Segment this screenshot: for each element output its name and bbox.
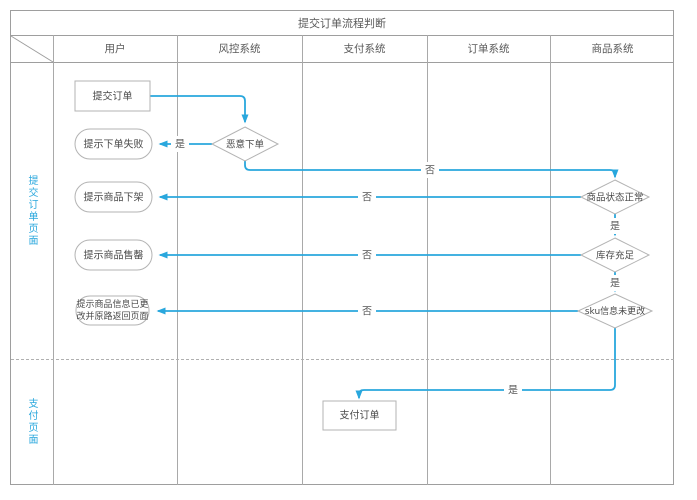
edge-label-bg — [606, 275, 624, 291]
section-label-submit-order-page: 提交订单页面 — [26, 174, 37, 247]
terminator-shape — [74, 239, 153, 271]
edge-label-bg — [358, 247, 376, 263]
terminator-shape — [74, 128, 153, 160]
edge-label-bg — [606, 218, 624, 234]
decision-malicious-order: 恶意下单 — [210, 126, 280, 162]
decision-shape — [579, 237, 651, 273]
node-label: 提示商品下架 — [84, 191, 144, 204]
phase-divider-dashed — [11, 359, 674, 360]
lane-header-product: 商品系统 — [591, 43, 634, 55]
edge-label-yes: 是 — [508, 385, 518, 397]
edge-label-no: 否 — [425, 165, 435, 177]
header-divider — [10, 62, 674, 63]
edge-submit-to-malicious — [150, 95, 249, 124]
node-label-line2: 改并原路返回页面 — [76, 310, 148, 322]
node-label-line1: 提示商品信息已更 — [76, 298, 148, 310]
edge-label-yes: 是 — [610, 221, 620, 233]
lane-header-order: 订单系统 — [467, 43, 510, 55]
diagram-title: 提交订单流程判断 — [298, 16, 386, 30]
lane-header-risk: 风控系统 — [218, 43, 261, 55]
node-label: 提示商品售罄 — [84, 249, 144, 262]
terminator-shape — [74, 181, 153, 213]
node-label: 恶意下单 — [226, 139, 265, 151]
process-shape — [74, 80, 151, 112]
edge-label-yes: 是 — [175, 139, 185, 151]
lane-divider-sidebar — [53, 35, 54, 485]
node-pay-order: 支付订单 — [322, 400, 397, 431]
decision-product-status: 商品状态正常 — [579, 179, 651, 215]
edge-sku-yes-to-pay — [355, 328, 616, 400]
terminator-shape — [75, 295, 150, 326]
edge-label-bg — [421, 162, 439, 178]
lane-divider-3 — [427, 35, 428, 485]
lane-divider-2 — [302, 35, 303, 485]
decision-sku-unchanged: sku信息未更改 — [576, 293, 654, 329]
decision-stock-enough: 库存充足 — [579, 237, 651, 273]
edge-label-yes: 是 — [610, 278, 620, 290]
node-submit-order: 提交订单 — [74, 80, 151, 112]
node-label: 提交订单 — [93, 90, 133, 103]
lane-divider-1 — [177, 35, 178, 485]
section-label-payment-page: 支付页面 — [26, 398, 37, 446]
node-label: 商品状态正常 — [586, 192, 643, 204]
node-order-failed: 提示下单失败 — [74, 128, 153, 160]
corner-diagonal — [10, 35, 54, 63]
process-shape — [322, 400, 397, 431]
node-label: 库存充足 — [596, 250, 635, 262]
lane-header-user: 用户 — [104, 43, 126, 55]
lane-divider-4 — [550, 35, 551, 485]
lane-header-payment: 支付系统 — [343, 43, 386, 55]
edge-label-bg — [358, 303, 376, 319]
edge-label-bg — [358, 189, 376, 205]
node-sold-out: 提示商品售罄 — [74, 239, 153, 271]
node-label: 支付订单 — [340, 409, 380, 422]
edge-label-no: 否 — [362, 192, 372, 204]
decision-shape — [579, 179, 651, 215]
node-off-shelf: 提示商品下架 — [74, 181, 153, 213]
edge-label-bg — [504, 382, 522, 398]
edge-label-no: 否 — [362, 306, 372, 318]
title-divider — [10, 35, 674, 36]
node-label: sku信息未更改 — [585, 305, 645, 317]
node-label: 提示下单失败 — [84, 138, 144, 151]
edge-label-no: 否 — [362, 250, 372, 262]
decision-shape — [576, 293, 654, 329]
edge-label-bg — [171, 136, 189, 152]
decision-shape — [210, 126, 280, 162]
node-info-changed: 提示商品信息已更 改并原路返回页面 — [75, 295, 150, 326]
